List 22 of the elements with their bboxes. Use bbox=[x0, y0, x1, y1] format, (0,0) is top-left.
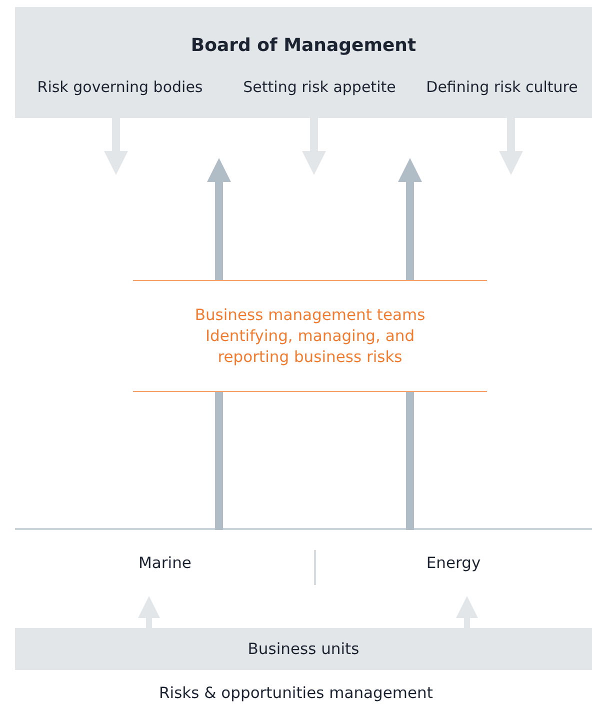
arrow bbox=[104, 118, 128, 175]
band-description: Identifying, managing, and reporting business risks bbox=[204, 326, 416, 368]
arrow bbox=[207, 158, 231, 280]
connector-bar bbox=[406, 392, 414, 530]
footer-note: Risks & opportunities management bbox=[159, 684, 433, 702]
panel-item-label: Risk governing bodies bbox=[36, 78, 204, 96]
arrow bbox=[302, 118, 326, 175]
arrow bbox=[456, 596, 478, 628]
segment-label: Marine bbox=[138, 554, 192, 572]
arrow bbox=[398, 158, 422, 280]
team-band bbox=[133, 280, 487, 392]
panel-title: Board of Management bbox=[190, 35, 416, 56]
band-title: Business management teams bbox=[194, 304, 426, 326]
arrow bbox=[138, 596, 160, 628]
arrow bbox=[499, 118, 523, 175]
business-units-bar bbox=[15, 628, 592, 670]
segment-label: Energy bbox=[426, 554, 481, 572]
header-panel bbox=[15, 7, 592, 118]
panel-item-label: Setting risk appetite bbox=[242, 78, 397, 96]
connector-bar bbox=[215, 392, 223, 530]
panel-item-label: Defining risk culture bbox=[425, 78, 579, 96]
bar-label: Business units bbox=[248, 640, 360, 658]
